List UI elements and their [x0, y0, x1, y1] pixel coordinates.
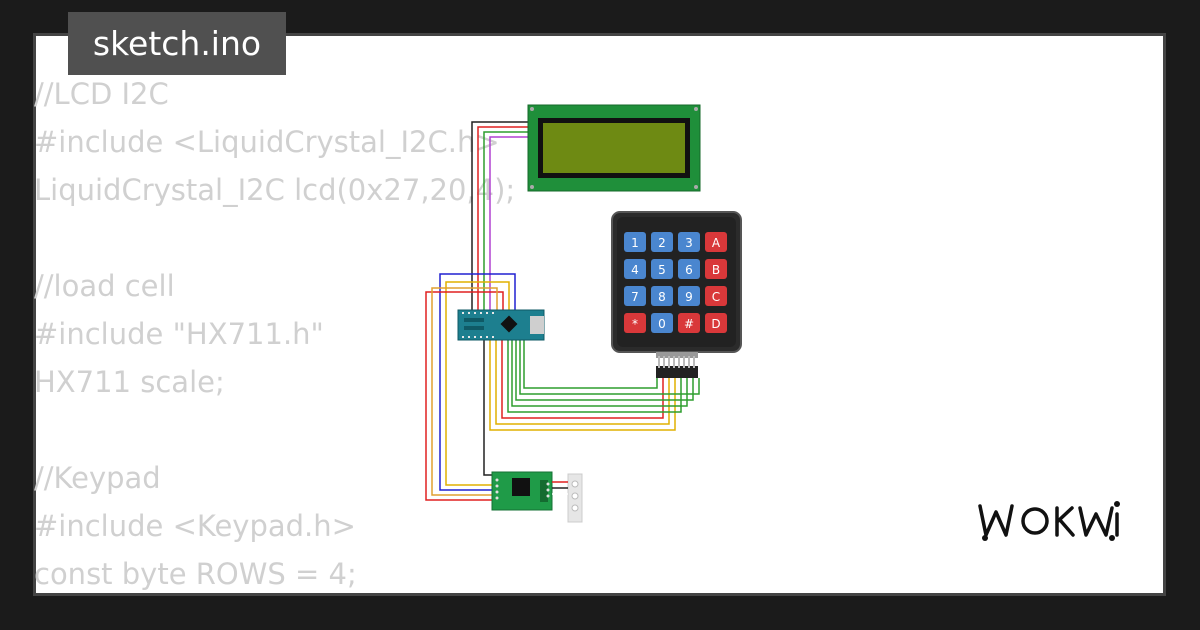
- code-line: //Keypad: [34, 461, 161, 495]
- keypad: 1 2 3 A 4 5 6 B 7 8 9 C * 0 # D: [611, 211, 742, 378]
- wire-kp-8: [523, 340, 658, 389]
- keypad-key-label: 4: [631, 263, 639, 277]
- keypad-key-label: C: [712, 290, 720, 304]
- code-line: //load cell: [34, 269, 175, 303]
- keypad-key-label: D: [711, 317, 720, 331]
- keypad-key-label: 0: [658, 317, 666, 331]
- wire-red-loop: [425, 291, 504, 501]
- keypad-key[interactable]: *: [624, 313, 646, 333]
- keypad-key-label: #: [684, 317, 694, 331]
- wire-kp-7: [519, 340, 700, 395]
- wire-blue-loop: [439, 273, 516, 491]
- keypad-keys: 1 2 3 A 4 5 6 B 7 8 9 C * 0 # D: [624, 232, 727, 333]
- keypad-key-label: 7: [631, 290, 639, 304]
- keypad-key-label: 8: [658, 290, 666, 304]
- wire-lcd-green: [483, 131, 530, 312]
- keypad-key-label: 6: [685, 263, 693, 277]
- code-line: const byte ROWS = 4;: [34, 557, 357, 591]
- keypad-key[interactable]: 6: [678, 259, 700, 279]
- keypad-key-label: B: [712, 263, 720, 277]
- wire-lcd-purple: [489, 136, 530, 312]
- keypad-key[interactable]: 5: [651, 259, 673, 279]
- code-preview: //LCD I2C #include <LiquidCrystal_I2C.h>…: [34, 70, 515, 598]
- wire-kp-6: [515, 340, 694, 401]
- wire-black-hx: [483, 340, 494, 476]
- code-line: #include "HX711.h": [34, 317, 324, 351]
- keypad-key-label: *: [632, 317, 638, 331]
- keypad-key[interactable]: 0: [651, 313, 673, 333]
- keypad-key[interactable]: D: [705, 313, 727, 333]
- code-line: //LCD I2C: [34, 77, 169, 111]
- wire-yellow-loop: [445, 281, 510, 486]
- code-line: #include <Keypad.h>: [34, 509, 356, 543]
- hx711-module: [491, 471, 583, 523]
- arduino-nano: [457, 309, 545, 341]
- wokwi-logo: [978, 501, 1120, 541]
- code-line: HX711 scale;: [34, 365, 225, 399]
- keypad-key[interactable]: 8: [651, 286, 673, 306]
- keypad-key[interactable]: #: [678, 313, 700, 333]
- keypad-key[interactable]: 3: [678, 232, 700, 252]
- wire-kp-5: [511, 340, 688, 407]
- wire-kp-4: [507, 340, 682, 413]
- keypad-key-label: A: [712, 236, 721, 250]
- keypad-pins: [658, 356, 695, 368]
- wires: [425, 121, 700, 501]
- keypad-key-label: 9: [685, 290, 693, 304]
- keypad-key-label: 3: [685, 236, 693, 250]
- keypad-key[interactable]: B: [705, 259, 727, 279]
- keypad-key-label: 5: [658, 263, 666, 277]
- keypad-key[interactable]: 4: [624, 259, 646, 279]
- keypad-key-label: 2: [658, 236, 666, 250]
- wire-kp-2: [495, 340, 670, 425]
- wire-kp-3: [501, 340, 664, 419]
- code-line: #include <LiquidCrystal_I2C.h>: [34, 125, 500, 159]
- circuit-diagram: 1 2 3 A 4 5 6 B 7 8 9 C * 0 # D: [425, 104, 742, 523]
- wire-kp-1: [489, 340, 676, 431]
- wire-lcd-red: [477, 126, 530, 312]
- keypad-key[interactable]: A: [705, 232, 727, 252]
- keypad-key[interactable]: C: [705, 286, 727, 306]
- keypad-key[interactable]: 7: [624, 286, 646, 306]
- keypad-key[interactable]: 1: [624, 232, 646, 252]
- keypad-key[interactable]: 9: [678, 286, 700, 306]
- wire-lcd-black: [471, 121, 530, 312]
- keypad-key[interactable]: 2: [651, 232, 673, 252]
- file-tab[interactable]: sketch.ino: [68, 12, 286, 75]
- lcd-display: [527, 104, 701, 192]
- wire-orange-loop: [431, 287, 498, 496]
- keypad-key-label: 1: [631, 236, 639, 250]
